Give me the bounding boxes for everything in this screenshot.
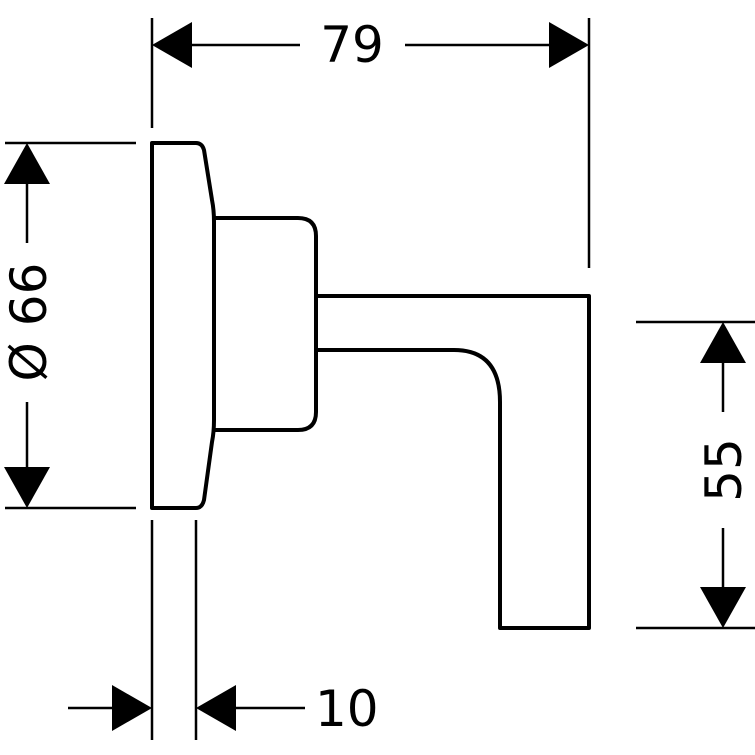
arrow-thick-right [196, 685, 236, 731]
arrow-width-right [549, 22, 589, 68]
arrow-height-bottom [700, 587, 746, 628]
dim-label-thickness: 10 [315, 680, 379, 738]
dim-label-diameter: Ø 66 [0, 263, 58, 382]
arrow-diam-top [4, 143, 50, 184]
arrow-diam-bottom [4, 467, 50, 508]
arrow-thick-left [112, 685, 152, 731]
dim-label-height: 55 [695, 438, 753, 502]
arrow-width-left [152, 22, 192, 68]
rosette-outline [150, 141, 216, 510]
hub-outline [214, 216, 318, 432]
lever-handle-outline [316, 294, 591, 630]
arrow-height-top [700, 322, 746, 363]
dim-label-width: 79 [320, 16, 384, 74]
